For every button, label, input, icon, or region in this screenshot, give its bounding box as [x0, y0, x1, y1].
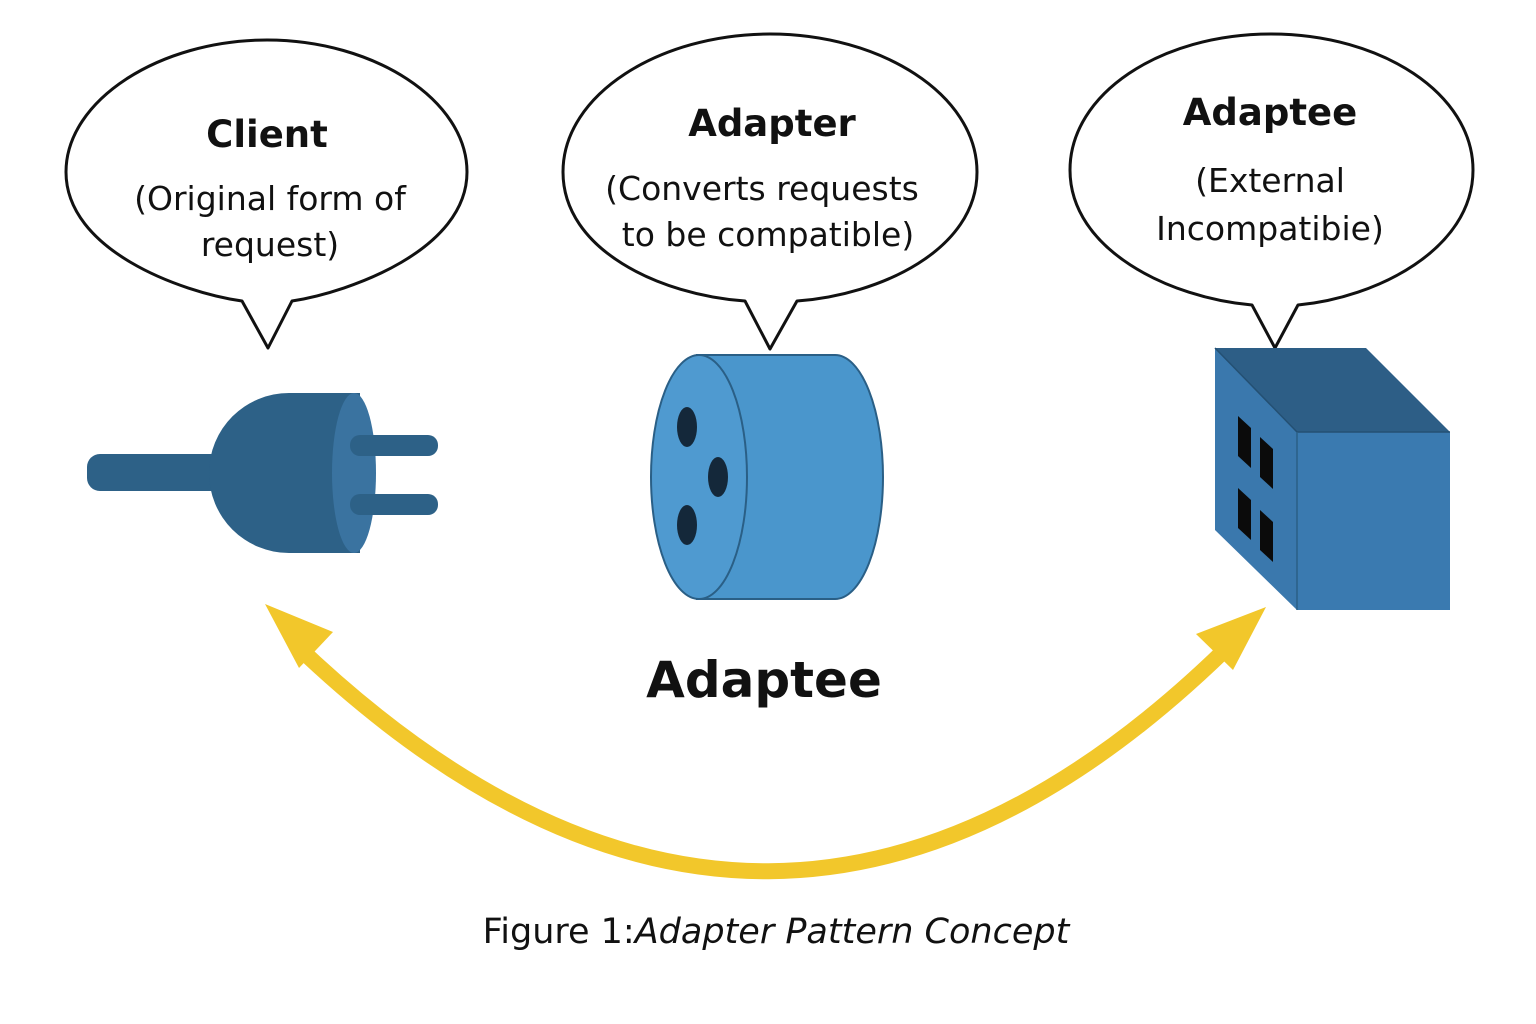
- adaptee-desc-line2: Incompatibie): [1156, 209, 1384, 248]
- center-adaptee-label: Adaptee: [646, 651, 882, 709]
- adapter-bubble: Adapter (Converts requests to be compati…: [561, 32, 979, 351]
- adapter-title: Adapter: [688, 102, 856, 145]
- client-title: Client: [206, 113, 328, 156]
- arrow-head-left: [265, 604, 333, 668]
- adapter-bubble-shape: [561, 32, 979, 351]
- box-building-icon: [1214, 347, 1450, 610]
- curved-double-arrow: [265, 604, 1266, 880]
- adaptee-desc-line1: (External: [1195, 161, 1345, 200]
- plug-icon: [87, 393, 438, 553]
- client-bubble-shape: [64, 38, 469, 350]
- arrow-curve: [288, 632, 1243, 880]
- caption-prefix: Figure 1:: [483, 912, 635, 952]
- adaptee-bubble: Adaptee (External Incompatibie): [1068, 32, 1475, 350]
- adaptee-title: Adaptee: [1183, 91, 1357, 134]
- client-desc-line1: (Original form of: [134, 179, 407, 218]
- figure-caption: Figure 1:Adapter Pattern Concept: [483, 912, 1071, 952]
- client-desc-line2: request): [201, 225, 339, 264]
- caption-title: Adapter Pattern Concept: [633, 912, 1071, 952]
- socket-adapter-icon: [650, 354, 884, 600]
- arrow-head-right: [1196, 607, 1266, 670]
- adapter-desc-line1: (Converts requests: [605, 169, 919, 208]
- adapter-desc-line2: to be compatible): [622, 215, 914, 254]
- adaptee-bubble-shape: [1068, 32, 1475, 350]
- client-bubble: Client (Original form of request): [64, 38, 469, 350]
